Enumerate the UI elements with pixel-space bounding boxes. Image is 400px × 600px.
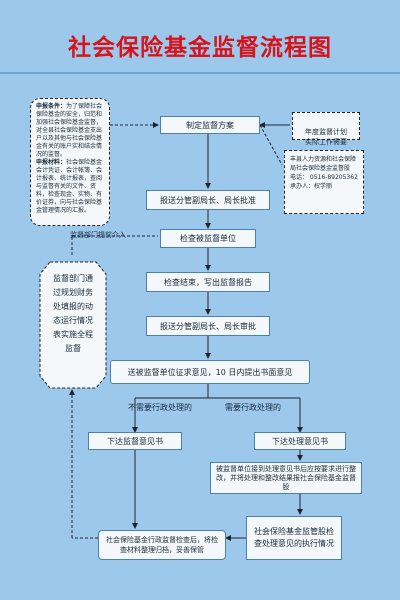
issue-supervision-opinion: 下达监督意见书 — [88, 432, 182, 450]
page-title: 社会保险基金监督流程图 — [68, 35, 332, 61]
branch-admin-label: 需要行政处理的 — [225, 403, 281, 412]
archive-materials: 社会保险基金行政监督检查后，将检查材料整理归档，妥善保管 — [98, 530, 226, 560]
step-make-plan: 制定监督方案 — [160, 116, 260, 134]
rectification-detail: 被监督单位接到处理意见书后应按要求进行整改，并将处理和整改结果报社会保险基金监督… — [210, 462, 362, 494]
application-criteria-panel: 申报条件：为了保障社会保险基金的安全，归范和加强社会保险基金监督，对全县社会保险… — [30, 98, 110, 226]
criteria-body: 为了保障社会保险基金的安全，归范和加强社会保险基金监督，对全县社会保险基金支出户… — [36, 103, 103, 158]
plan-source-text: 年度监督计划 实际工作需要 — [305, 128, 347, 146]
materials-heading: 申报材料： — [36, 159, 67, 166]
title-divider — [0, 72, 400, 74]
contact-phone: 电话： 0516-89205362 — [290, 174, 358, 181]
check-execution: 社会保险基金监管股检查处理意见的执行情况 — [246, 516, 342, 560]
branch-no-admin-label: 不需要行政处理的 — [128, 403, 192, 412]
criteria-heading: 申报条件： — [36, 103, 67, 110]
early-intervention-label: 监督部门提前介入 — [70, 231, 126, 239]
materials-body: 社会保险基金会计凭证、会计帐簿、会计报表、统计报表，查阅与监督有关的文件、资料，… — [36, 159, 103, 214]
step-seek-opinions: 送被监督单位征求意见，10 日内提出书面意见 — [110, 360, 310, 384]
step-submit-review: 报送分管副局长、局长审批 — [146, 316, 270, 336]
issue-handling-opinion: 下达处理意见书 — [254, 432, 346, 450]
contact-org: 丰县人力资源和社会保障局社会保险基金监督股 — [290, 156, 357, 172]
plan-source-note: 年度监督计划 实际工作需要 — [292, 112, 360, 146]
step-write-report: 检查结束，写出监督报告 — [146, 272, 270, 292]
step-inspect-unit: 检查被监督单位 — [160, 229, 256, 248]
step-submit-approval: 报送分管副局长、局长批准 — [146, 190, 270, 210]
contact-person: 承办人：权学丽 — [290, 183, 333, 190]
full-process-supervision-note: 监督部门通过规划财务处填报的动态运行情况表实施全程监督 — [53, 274, 93, 353]
contact-info-panel: 丰县人力资源和社会保障局社会保险基金监督股 电话： 0516-89205362 … — [284, 150, 364, 214]
